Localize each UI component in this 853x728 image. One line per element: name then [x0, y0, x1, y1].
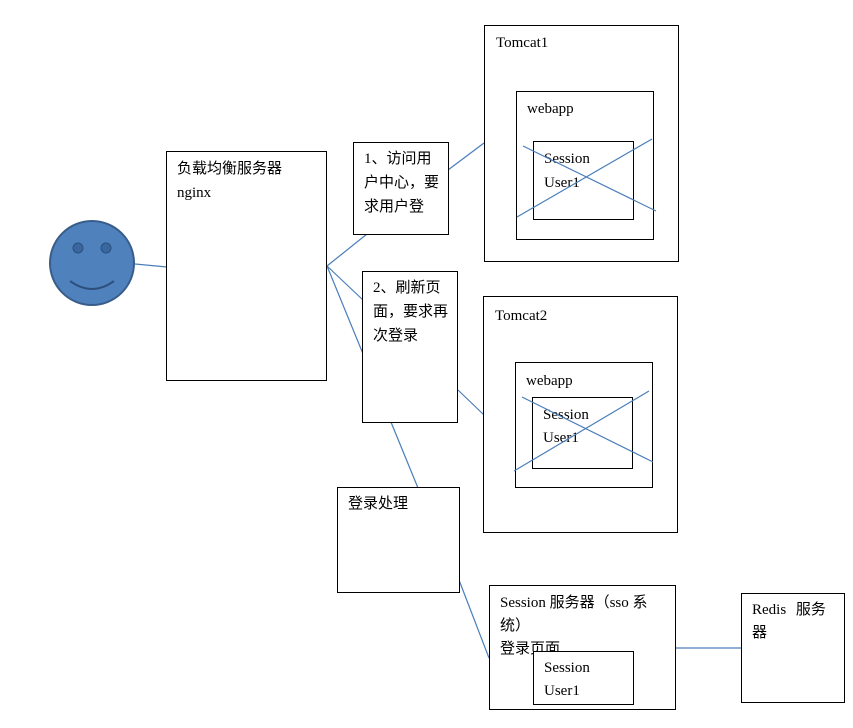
user-smiley-icon — [49, 220, 135, 306]
redis-server-title: Redis 服务 器 — [752, 602, 826, 641]
tomcat1-webapp-title: webapp — [527, 101, 574, 117]
step2-note-box: 2、刷新页 面，要求再 次登录 — [362, 271, 458, 423]
session-server-title: Session 服务器（sso 系 统） 登录页面 — [500, 595, 648, 657]
step1-note-text: 1、访问用 户中心，要 求用户登 — [364, 151, 440, 215]
load-balancer-name: nginx — [177, 185, 212, 201]
session-server-user-label: User1 — [544, 683, 580, 699]
tomcat2-title: Tomcat2 — [495, 308, 548, 324]
load-balancer-box: 负载均衡服务器 nginx — [166, 151, 327, 381]
tomcat1-session-box: Session User1 — [533, 141, 634, 220]
step2-to-tomcat2-line — [457, 389, 485, 416]
redis-server-box: Redis 服务 器 — [741, 593, 845, 703]
step1-to-tomcat1-line — [447, 142, 485, 171]
tomcat2-session-box: Session User1 — [532, 397, 633, 469]
login-to-session-server-line — [458, 579, 490, 659]
login-handler-box: 登录处理 — [337, 487, 460, 593]
session-server-session-box: Session User1 — [533, 651, 634, 705]
user-to-nginx-line — [134, 263, 168, 268]
tomcat2-session-label: Session — [543, 407, 589, 423]
login-handler-text: 登录处理 — [348, 496, 409, 512]
tomcat2-webapp-title: webapp — [526, 373, 573, 389]
tomcat2-user-label: User1 — [543, 430, 579, 446]
session-server-session-label: Session — [544, 660, 590, 676]
tomcat1-title: Tomcat1 — [496, 35, 549, 51]
nginx-to-step1-line — [326, 233, 368, 267]
nginx-to-step2-line — [326, 265, 364, 301]
step1-note-box: 1、访问用 户中心，要 求用户登 — [353, 142, 449, 235]
load-balancer-title: 负载均衡服务器 — [177, 161, 283, 177]
step2-note-text: 2、刷新页 面，要求再 次登录 — [373, 280, 449, 344]
tomcat1-user-label: User1 — [544, 175, 580, 191]
tomcat1-session-label: Session — [544, 151, 590, 167]
